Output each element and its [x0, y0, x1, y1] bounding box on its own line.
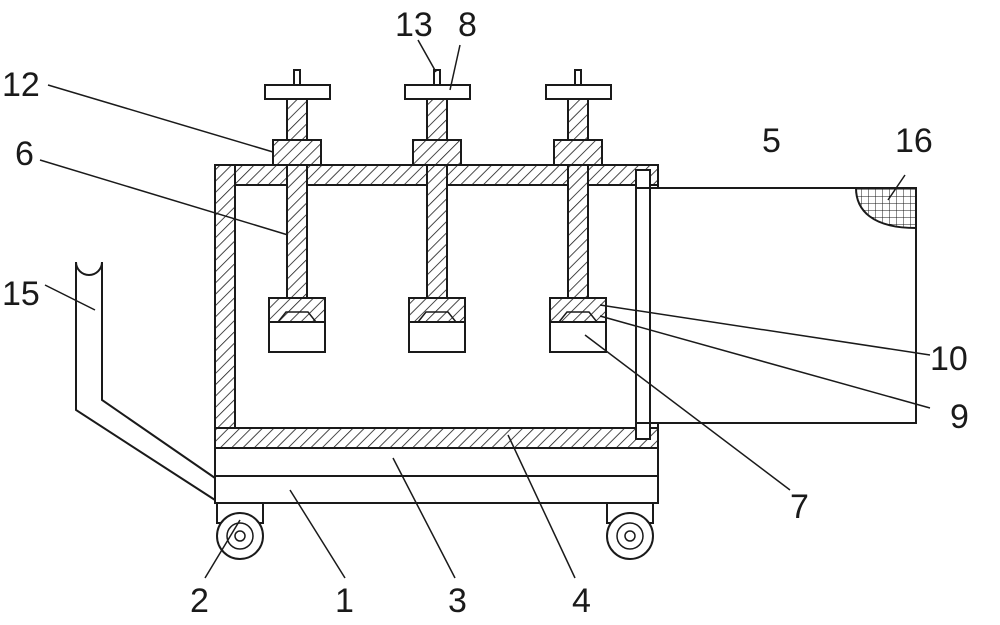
screw-assembly-2: [404, 69, 471, 353]
label-2: 2: [190, 582, 209, 620]
label-12: 12: [2, 66, 40, 104]
screw-assembly-3: [545, 69, 612, 353]
box-left-wall: [214, 164, 236, 449]
screw-assembly-1: [264, 69, 331, 353]
base-plate: [214, 475, 659, 504]
label-7: 7: [790, 488, 809, 526]
label-10: 10: [930, 340, 968, 378]
label-1: 1: [335, 582, 354, 620]
support-plate: [214, 447, 659, 477]
drawer: [635, 169, 917, 440]
label-16: 16: [895, 122, 933, 160]
box-bottom-wall: [214, 427, 659, 449]
push-handle: [75, 261, 216, 501]
label-5: 5: [762, 122, 781, 160]
label-3: 3: [448, 582, 467, 620]
label-4: 4: [572, 582, 591, 620]
wheel-left: [216, 502, 264, 560]
leader-lines: [39, 39, 931, 579]
label-13: 13: [395, 6, 433, 44]
label-6: 6: [15, 135, 34, 173]
label-15: 15: [2, 275, 40, 313]
label-8: 8: [458, 6, 477, 44]
drawer-mesh-patch: [854, 187, 917, 230]
wheel-right: [606, 502, 654, 560]
label-9: 9: [950, 398, 969, 436]
